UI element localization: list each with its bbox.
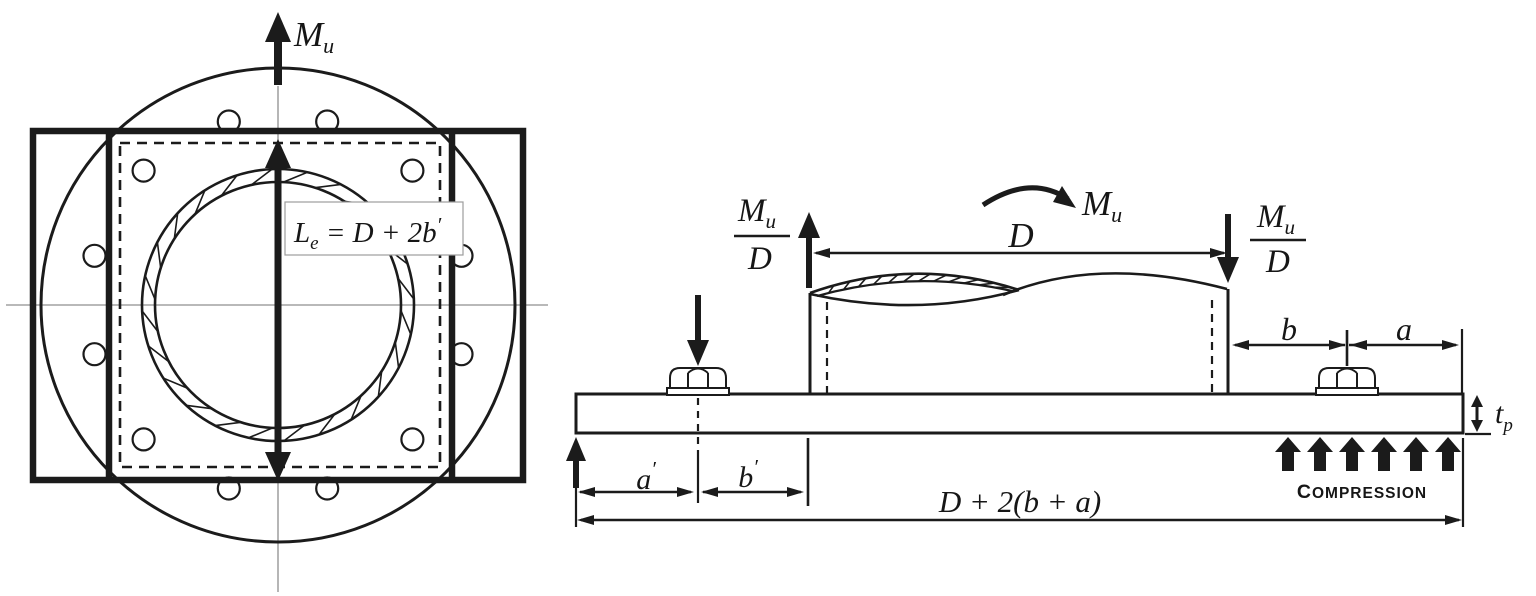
svg-text:b′: b′	[738, 455, 758, 494]
dimension-b: b	[1232, 311, 1346, 350]
right-anchor-nut	[1315, 367, 1379, 396]
dimension-total-width: D + 2(b + a)	[577, 484, 1462, 525]
left-force-label: Mu D	[734, 193, 790, 277]
compression-arrows	[1275, 437, 1461, 471]
effective-length-arrow	[265, 139, 291, 481]
moment-curved-arrowhead	[1053, 186, 1076, 208]
dimension-a-prime: a′	[578, 457, 694, 497]
svg-text:a: a	[1396, 311, 1412, 347]
left-force-arrow	[798, 212, 820, 288]
pipe-elevation	[808, 272, 1230, 393]
effective-length-label-box	[284, 201, 464, 256]
svg-text:Mu: Mu	[737, 193, 776, 233]
left-anchor-nut	[666, 367, 730, 396]
bolt-holes	[82, 109, 474, 501]
effective-length-label: Le = D + 2b′	[293, 213, 442, 254]
svg-text:D: D	[1265, 244, 1290, 280]
dimension-D: D	[813, 216, 1227, 258]
elevation-moment-label: Mu	[1081, 184, 1122, 227]
plan-moment-label: Mu	[293, 15, 334, 58]
svg-text:D: D	[747, 241, 772, 277]
base-plate	[574, 392, 1465, 435]
bolt-force-arrow	[687, 295, 709, 366]
right-force-label: Mu D	[1250, 199, 1306, 280]
right-force-arrow	[1217, 214, 1239, 283]
dimension-a: a	[1349, 311, 1459, 350]
svg-text:D + 2(b + a): D + 2(b + a)	[938, 484, 1101, 519]
svg-text:b: b	[1281, 311, 1297, 347]
compression-label: COMPRESSION	[1297, 481, 1427, 503]
moment-arrow	[265, 12, 291, 85]
elevation-view: Mu D Mu D Mu D	[566, 184, 1513, 527]
dimension-b-prime: b′	[701, 455, 804, 497]
pipe-wall-hatch	[827, 273, 1012, 294]
svg-text:Mu: Mu	[1256, 199, 1295, 239]
uplift-reaction-arrow	[566, 437, 586, 488]
svg-text:tp: tp	[1495, 397, 1513, 436]
plan-view: Mu Le = D + 2b′	[6, 12, 548, 592]
svg-text:a′: a′	[636, 457, 656, 496]
dimension-tp: tp	[1465, 395, 1513, 436]
svg-text:D: D	[1007, 216, 1033, 255]
